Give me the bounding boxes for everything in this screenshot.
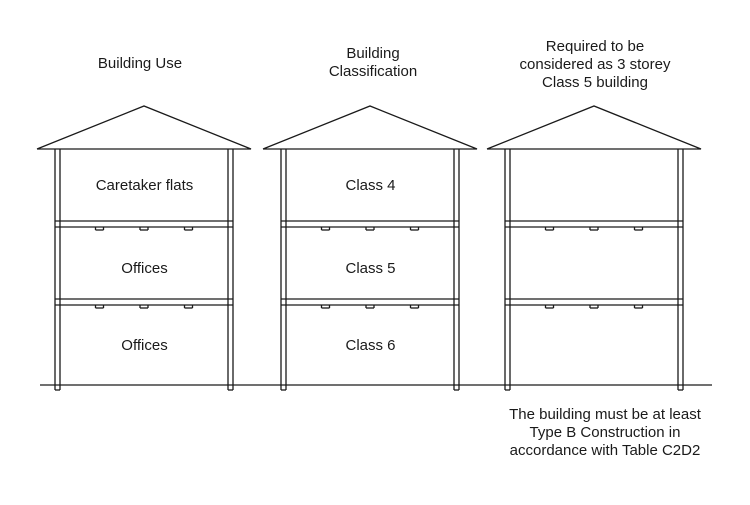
- building-use-top-floor-label: Caretaker flats: [95, 177, 194, 194]
- classification-building: [262, 105, 478, 391]
- classification-middle-floor-label: Class 5: [345, 260, 396, 277]
- building-use-roof: [36, 105, 252, 150]
- building-use-middle-floor-label: Offices: [121, 260, 168, 277]
- building-use-building: [36, 105, 252, 391]
- construction-type-note: The building must be at least Type B Con…: [509, 406, 701, 459]
- classification-roof: [262, 105, 478, 150]
- required-classification-building: [486, 105, 702, 391]
- required-classification-roof: [486, 105, 702, 150]
- classification-ground-floor-label: Class 6: [345, 337, 396, 354]
- column-heading-building-classification: Building Classification: [328, 45, 418, 80]
- building-use-ground-floor-label: Offices: [121, 337, 168, 354]
- column-heading-building-use: Building Use: [97, 55, 183, 72]
- column-heading-required-classification: Required to be considered as 3 storey Cl…: [519, 38, 671, 91]
- classification-top-floor-label: Class 4: [345, 177, 396, 194]
